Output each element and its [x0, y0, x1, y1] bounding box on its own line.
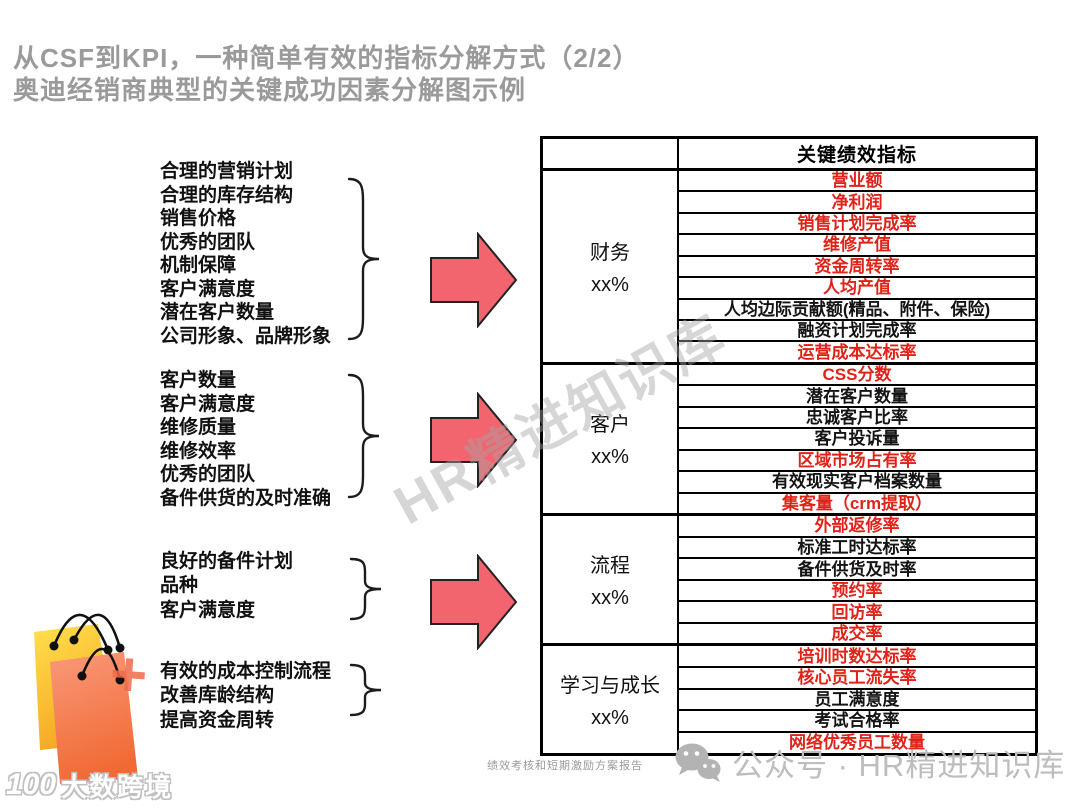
csf-item: 优秀的团队: [160, 231, 256, 253]
csf-item: 维修质量: [160, 417, 237, 438]
table-section: 财务 xx% 营业额净利润销售计划完成率维修产值资金周转率人均产值人均边际贡献额(精…: [543, 171, 1035, 362]
csf-group-finance: 合理的营销计划合理的库存结构销售价格优秀的团队机制保障客户满意度潜在客户数量公司…: [160, 160, 331, 348]
wechat-icon: [675, 743, 721, 782]
kpi-row: 区域市场占有率: [679, 448, 1035, 470]
category-weight: xx%: [591, 446, 629, 469]
kpi-row: 人均产值: [679, 276, 1035, 297]
kpi-row: 标准工时达标率: [679, 535, 1035, 558]
category-cell: 学习与成长 xx%: [543, 646, 679, 753]
table-section: 学习与成长 xx% 培训时数达标率核心员工流失率员工满意度考试合格率网络优秀员工数量: [543, 643, 1035, 753]
kpi-column: 培训时数达标率核心员工流失率员工满意度考试合格率网络优秀员工数量: [679, 646, 1035, 752]
brace-icon: [349, 663, 382, 717]
kpi-row: 备件供货及时率: [679, 557, 1035, 579]
wechat-label: 公众号 · HR精进知识库: [732, 748, 1066, 783]
csf-item: 合理的库存结构: [160, 184, 294, 206]
shopping-bags-icon: [34, 613, 138, 784]
csf-item: 客户满意度: [160, 393, 256, 415]
footer-doc-title: 绩效考核和短期激励方案报告: [487, 760, 643, 772]
category-cell: 财务 xx%: [543, 171, 679, 362]
table-header-row: 关键绩效指标: [543, 139, 1035, 171]
csf-item: 客户满意度: [160, 599, 256, 621]
csf-item: 机制保障: [160, 255, 237, 276]
csf-item: 备件供货的及时准确: [160, 487, 332, 509]
kpi-table-body: 财务 xx% 营业额净利润销售计划完成率维修产值资金周转率人均产值人均边际贡献额(精…: [543, 171, 1035, 753]
category-cell: 流程 xx%: [543, 516, 679, 644]
kpi-row: 员工满意度: [679, 687, 1035, 710]
kpi-row: 资金周转率: [679, 254, 1035, 276]
category-label: 客户: [590, 414, 630, 437]
right-arrow-icon: [430, 232, 518, 328]
kpi-table: 关键绩效指标 财务 xx% 营业额净利润销售计划完成率维修产值资金周转率人均产值人均…: [540, 136, 1038, 756]
csf-item: 销售价格: [160, 208, 237, 229]
kpi-row: 潜在客户数量: [679, 384, 1035, 405]
kpi-row: 运营成本达标率: [679, 340, 1035, 361]
category-weight: xx%: [591, 273, 629, 296]
csf-item: 公司形象、品牌形象: [160, 325, 332, 347]
kpi-row: 销售计划完成率: [679, 211, 1035, 233]
kpi-row: 成交率: [679, 621, 1035, 644]
kpi-row: 外部返修率: [814, 516, 900, 536]
page-title: 从CSF到KPI，一种简单有效的指标分解方式（2/2）奥迪经销商典型的关键成功因…: [13, 42, 640, 106]
category-label: 财务: [590, 241, 630, 264]
table-header-empty-cell: [543, 139, 679, 168]
brace-icon: [347, 177, 380, 341]
kpi-row: 人均边际贡献额(精品、附件、保险): [679, 297, 1035, 319]
kpi-row: 营业额: [831, 171, 883, 191]
kpi-column: 外部返修率标准工时达标率备件供货及时率预约率回访率成交率: [679, 516, 1035, 643]
kpi-row: 网络优秀员工数量: [679, 730, 1035, 753]
kpi-row: 回访率: [679, 600, 1035, 622]
brand-logo: 100 大数跨境: [6, 768, 174, 802]
csf-item: 客户满意度: [160, 278, 256, 300]
kpi-column: 营业额净利润销售计划完成率维修产值资金周转率人均产值人均边际贡献额(精品、附件、…: [679, 171, 1035, 362]
title-line-1: 从CSF到KPI，一种简单有效的指标分解方式（2/2）: [13, 43, 640, 73]
category-label: 流程: [590, 555, 630, 578]
kpi-row: 融资计划完成率: [679, 318, 1035, 340]
category-weight: xx%: [591, 706, 629, 729]
csf-item: 客户数量: [160, 370, 237, 391]
csf-group-learning: 有效的成本控制流程改善库龄结构提高资金周转: [160, 660, 331, 733]
brace-icon: [349, 557, 382, 621]
csf-item: 合理的营销计划: [160, 161, 294, 182]
csf-item: 良好的备件计划: [160, 551, 294, 572]
csf-item: 优秀的团队: [160, 464, 256, 485]
csf-group-customer: 客户数量客户满意度维修质量维修效率优秀的团队备件供货的及时准确: [160, 369, 331, 510]
right-arrow-icon: [430, 554, 518, 650]
csf-item: 改善库龄结构: [160, 685, 275, 707]
logo-mark: 100: [6, 768, 57, 801]
kpi-row: CSS分数: [822, 365, 892, 385]
kpi-row: 集客量（crm提取）: [679, 491, 1035, 513]
kpi-row: 忠诚客户比率: [679, 405, 1035, 427]
kpi-row: 有效现实客户档案数量: [679, 470, 1035, 491]
table-header-label: 关键绩效指标: [796, 145, 917, 166]
plus-mark-icon: +: [107, 636, 150, 712]
csf-group-process: 良好的备件计划品种客户满意度: [160, 550, 293, 623]
kpi-row: 考试合格率: [679, 709, 1035, 731]
csf-item: 潜在客户数量: [160, 302, 275, 323]
table-section: 客户 xx% CSS分数潜在客户数量忠诚客户比率客户投诉量区域市场占有率有效现实客户…: [543, 361, 1035, 514]
csf-item: 提高资金周转: [160, 709, 275, 731]
kpi-row: 核心员工流失率: [679, 665, 1035, 688]
category-weight: xx%: [591, 587, 629, 610]
brace-icon: [347, 373, 380, 499]
wechat-watermark: 公众号 · HR精进知识库: [674, 740, 1065, 785]
kpi-row: 客户投诉量: [679, 427, 1035, 448]
kpi-row: 培训时数达标率: [797, 646, 917, 666]
csf-item: 维修效率: [160, 440, 237, 462]
category-label: 学习与成长: [560, 674, 660, 697]
category-cell: 客户 xx%: [543, 364, 679, 514]
kpi-row: 维修产值: [679, 233, 1035, 254]
kpi-row: 预约率: [679, 578, 1035, 601]
kpi-row: 净利润: [679, 190, 1035, 211]
title-line-2: 奥迪经销商典型的关键成功因素分解图示例: [13, 75, 527, 105]
right-arrow-icon: [430, 392, 518, 488]
logo-text: 大数跨境: [61, 772, 174, 802]
table-section: 流程 xx% 外部返修率标准工时达标率备件供货及时率预约率回访率成交率: [543, 513, 1035, 644]
csf-item: 有效的成本控制流程: [160, 661, 332, 682]
csf-item: 品种: [160, 575, 199, 597]
kpi-column: CSS分数潜在客户数量忠诚客户比率客户投诉量区域市场占有率有效现实客户档案数量集…: [679, 365, 1035, 513]
